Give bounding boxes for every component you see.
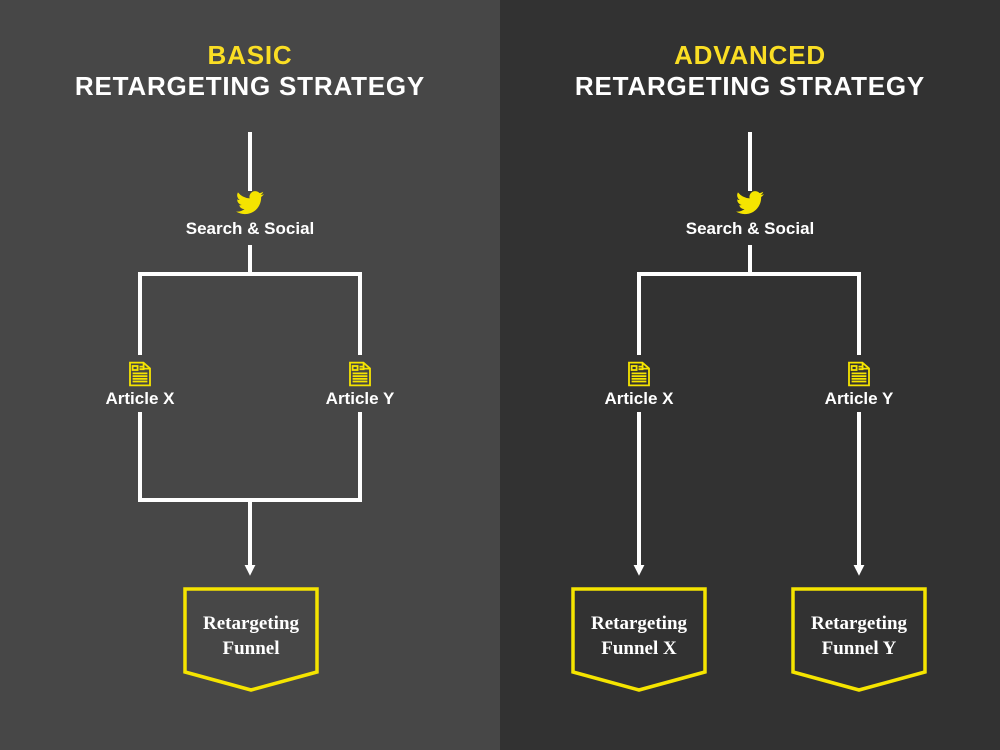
heading-advanced: ADVANCED RETARGETING STRATEGY	[500, 40, 1000, 101]
funnel-label-advanced-x: Retargeting Funnel X	[591, 611, 687, 661]
funnel-label-basic-line2: Funnel	[222, 638, 280, 660]
label-article-y-basic: Article Y	[325, 389, 395, 408]
funnel-label-basic-line1: Retargeting	[202, 613, 300, 634]
funnel-label-advanced-x-line1: Retargeting	[590, 613, 688, 634]
label-search-social-basic: Search & Social	[185, 219, 315, 238]
label-search-social-advanced: Search & Social	[685, 219, 815, 238]
article-document-icon	[348, 361, 372, 387]
heading-basic-main: RETARGETING STRATEGY	[74, 70, 426, 101]
article-document-icon	[128, 361, 152, 387]
funnel-label-advanced-y-line2: Funnel Y	[821, 638, 897, 660]
funnel-label-advanced-x-line2: Funnel X	[601, 638, 677, 660]
article-document-icon	[847, 361, 871, 387]
label-article-y-advanced: Article Y	[824, 389, 894, 408]
label-article-x-basic: Article X	[105, 389, 175, 408]
heading-advanced-accent: ADVANCED	[674, 40, 826, 70]
heading-basic-accent: BASIC	[207, 40, 293, 70]
panel-advanced-strategy	[500, 0, 1000, 750]
funnel-label-advanced-y: Retargeting Funnel Y	[811, 611, 907, 661]
heading-basic: BASIC RETARGETING STRATEGY	[0, 40, 500, 101]
twitter-bird-icon	[736, 191, 764, 215]
funnel-label-advanced-y-line1: Retargeting	[810, 613, 908, 634]
label-article-x-advanced: Article X	[604, 389, 674, 408]
funnel-label-basic: Retargeting Funnel	[203, 611, 299, 661]
twitter-bird-icon	[236, 191, 264, 215]
article-document-icon	[627, 361, 651, 387]
heading-advanced-main: RETARGETING STRATEGY	[574, 70, 926, 101]
